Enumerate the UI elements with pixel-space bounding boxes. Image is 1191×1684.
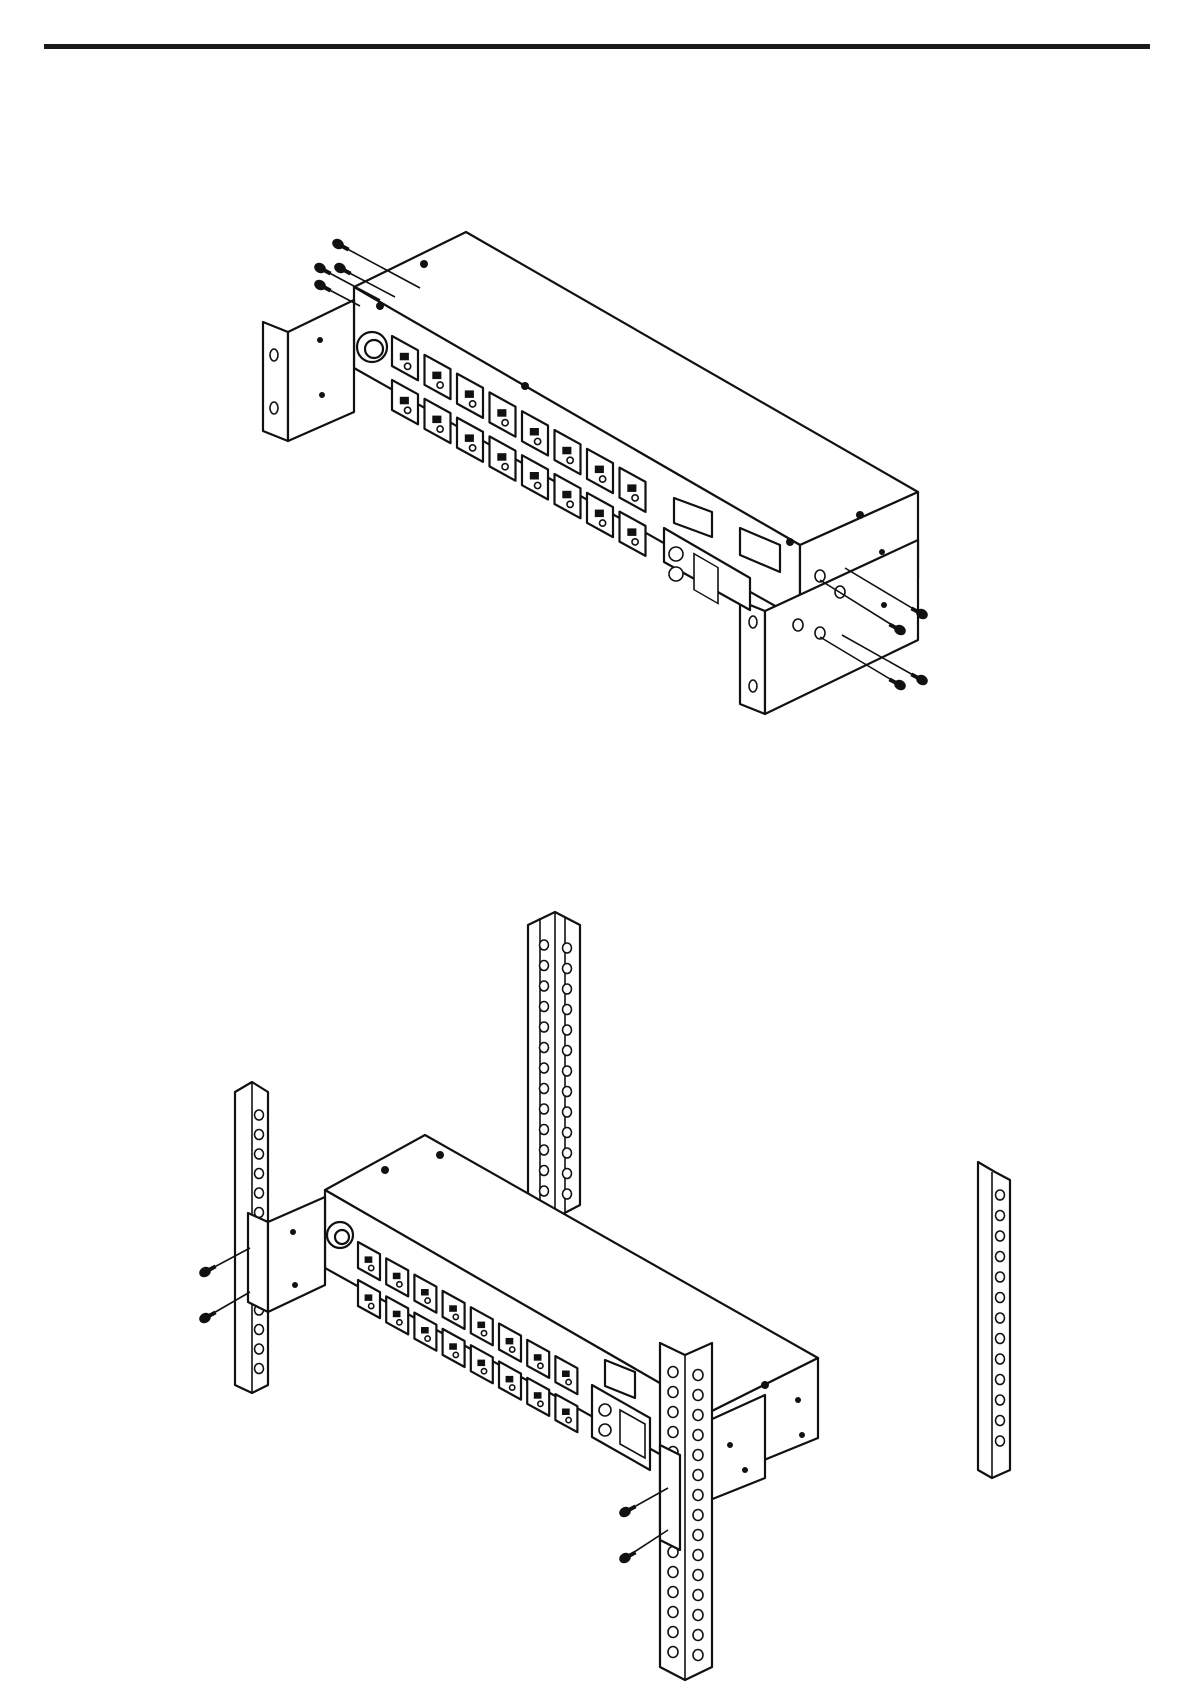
rail-hole (255, 1169, 264, 1179)
rail-hole (668, 1607, 678, 1618)
rail-hole (540, 940, 549, 950)
rail-hole (563, 1189, 572, 1199)
rail-hole (668, 1627, 678, 1638)
rail-hole (693, 1530, 703, 1541)
rail-hole (693, 1390, 703, 1401)
rail-hole (996, 1334, 1005, 1344)
rail-hole (996, 1354, 1005, 1364)
circuit-breaker-icon (327, 1222, 353, 1248)
rail-hole (563, 1087, 572, 1097)
screw-icon (197, 1262, 218, 1279)
rail-hole (540, 1104, 549, 1114)
rail-hole (693, 1490, 703, 1501)
rail-hole (255, 1110, 264, 1120)
rail-hole (540, 1166, 549, 1176)
rail-hole (996, 1313, 1005, 1323)
rail-hole (996, 1436, 1005, 1446)
rail-hole (540, 1186, 549, 1196)
rail-hole (996, 1395, 1005, 1405)
rail-hole (563, 943, 572, 953)
rail-hole (540, 1043, 549, 1053)
rail-hole (693, 1590, 703, 1601)
rail-hole (693, 1410, 703, 1421)
rail-hole (668, 1587, 678, 1598)
rail-hole (996, 1272, 1005, 1282)
rail-hole (668, 1647, 678, 1658)
screw-icon (617, 1548, 638, 1565)
rail-hole (668, 1407, 678, 1418)
rail-hole (693, 1650, 703, 1661)
rail-hole (540, 1125, 549, 1135)
rail-hole (668, 1567, 678, 1578)
rail-hole (540, 1022, 549, 1032)
rail-hole (996, 1252, 1005, 1262)
rail-hole (693, 1570, 703, 1581)
rail-hole (693, 1430, 703, 1441)
rail-hole (563, 1005, 572, 1015)
rail-hole (563, 1066, 572, 1076)
rail-hole (563, 1025, 572, 1035)
rail-hole (563, 1046, 572, 1056)
rail-hole (540, 1145, 549, 1155)
rack-rail-icon (528, 912, 580, 1218)
rail-hole (693, 1630, 703, 1641)
rail-hole (540, 981, 549, 991)
rail-hole (996, 1231, 1005, 1241)
screw-icon (617, 1502, 638, 1519)
screw-icon (197, 1308, 218, 1325)
rail-hole (996, 1211, 1005, 1221)
rail-hole (668, 1427, 678, 1438)
rail-hole (996, 1293, 1005, 1303)
rail-hole (563, 984, 572, 994)
rail-hole (255, 1188, 264, 1198)
rail-hole (693, 1470, 703, 1481)
rail-hole (563, 1128, 572, 1138)
rail-hole (693, 1370, 703, 1381)
rail-hole (693, 1550, 703, 1561)
rail-hole (255, 1325, 264, 1335)
rail-hole (563, 1148, 572, 1158)
rail-hole (996, 1190, 1005, 1200)
rack-rail-icon (978, 1162, 1010, 1478)
rail-hole (255, 1149, 264, 1159)
rail-hole (255, 1130, 264, 1140)
rail-hole (540, 961, 549, 971)
rail-hole (668, 1367, 678, 1378)
rail-hole (693, 1510, 703, 1521)
rail-hole (563, 1169, 572, 1179)
rail-hole (540, 1002, 549, 1012)
rail-hole (693, 1450, 703, 1461)
rail-hole (693, 1610, 703, 1621)
rail-hole (563, 964, 572, 974)
mounting-bracket-icon (660, 1445, 680, 1550)
rail-hole (540, 1063, 549, 1073)
rail-hole (540, 1084, 549, 1094)
rail-hole (255, 1364, 264, 1374)
rail-hole (668, 1387, 678, 1398)
rail-hole (563, 1107, 572, 1117)
rail-hole (996, 1375, 1005, 1385)
rail-hole (996, 1416, 1005, 1426)
rail-hole (255, 1344, 264, 1354)
